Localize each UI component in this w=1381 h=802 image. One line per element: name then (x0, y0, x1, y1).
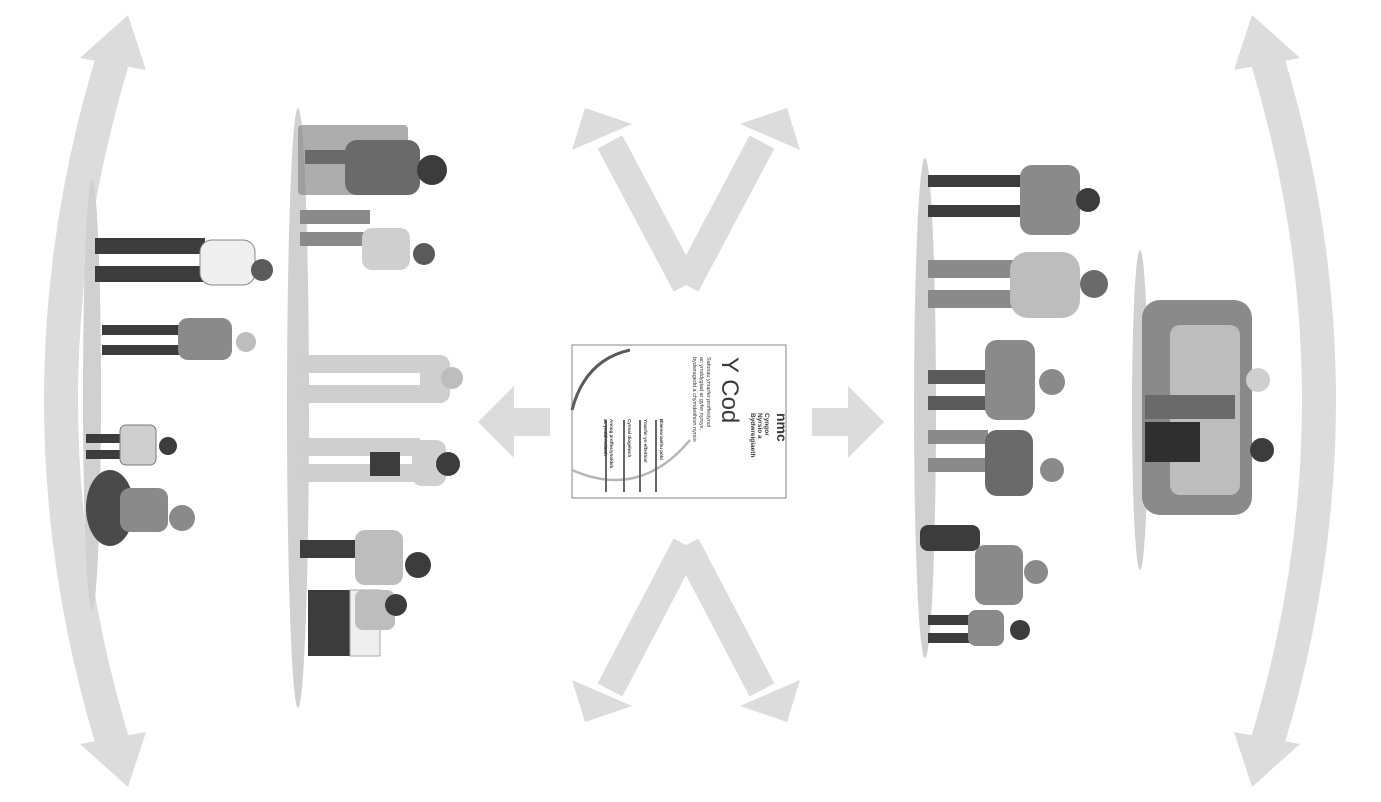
document-section-1: Blaenoriaethu pobl (659, 419, 664, 460)
document-section-5: ac ymddiriedaeth (603, 419, 608, 456)
person-figure (102, 318, 256, 360)
seated-person-figure (300, 210, 435, 270)
bottom-v-arrow-icon (572, 545, 800, 722)
group-person-figure (300, 530, 431, 656)
document-title: Y Cod (716, 357, 743, 423)
document-subtitle-line-1: Safonau ymarfer proffesiynol (705, 357, 711, 427)
standing-person-figure (300, 355, 463, 403)
platform-left (287, 108, 309, 708)
top-v-arrow-icon (572, 108, 800, 285)
document-org-line-3: Bydwreigiaeth (749, 413, 756, 457)
document-subtitle-line-2: ac ymddygiad ar gyfer nyrsys, (698, 357, 704, 431)
sofa-with-people-figure (1142, 300, 1274, 515)
standing-person-figure (928, 165, 1100, 235)
document-org-line-2: Nyrsio a (756, 413, 763, 439)
seated-person-figure (928, 340, 1065, 420)
arrow-right-icon (812, 386, 884, 458)
document-icon: nmc Cyngor Nyrsio a Bydwreigiaeth Y Cod … (572, 345, 790, 498)
person-figure (95, 238, 273, 285)
document-logo: nmc (774, 413, 790, 442)
document-org-line-1: Cyngor (763, 413, 770, 436)
document-section-4: Annog proffesiynoldeb (609, 419, 614, 468)
document-section-3: Cynnal diogelwch (627, 419, 632, 458)
child-figure (928, 610, 1030, 646)
left-curved-double-arrow-icon (61, 15, 146, 787)
document-section-2: Ymarfer yn effeithiol (643, 419, 648, 463)
seated-person-figure (920, 525, 1048, 605)
standing-person-figure (300, 438, 460, 486)
seated-person-figure (928, 430, 1064, 496)
document-subtitle-line-3: bydwragedd a chymdeithion nyrsio (691, 357, 697, 442)
person-figure (86, 470, 195, 546)
standing-person-figure (928, 252, 1108, 318)
arrow-left-icon (478, 386, 550, 458)
seated-person-figure (298, 125, 447, 195)
